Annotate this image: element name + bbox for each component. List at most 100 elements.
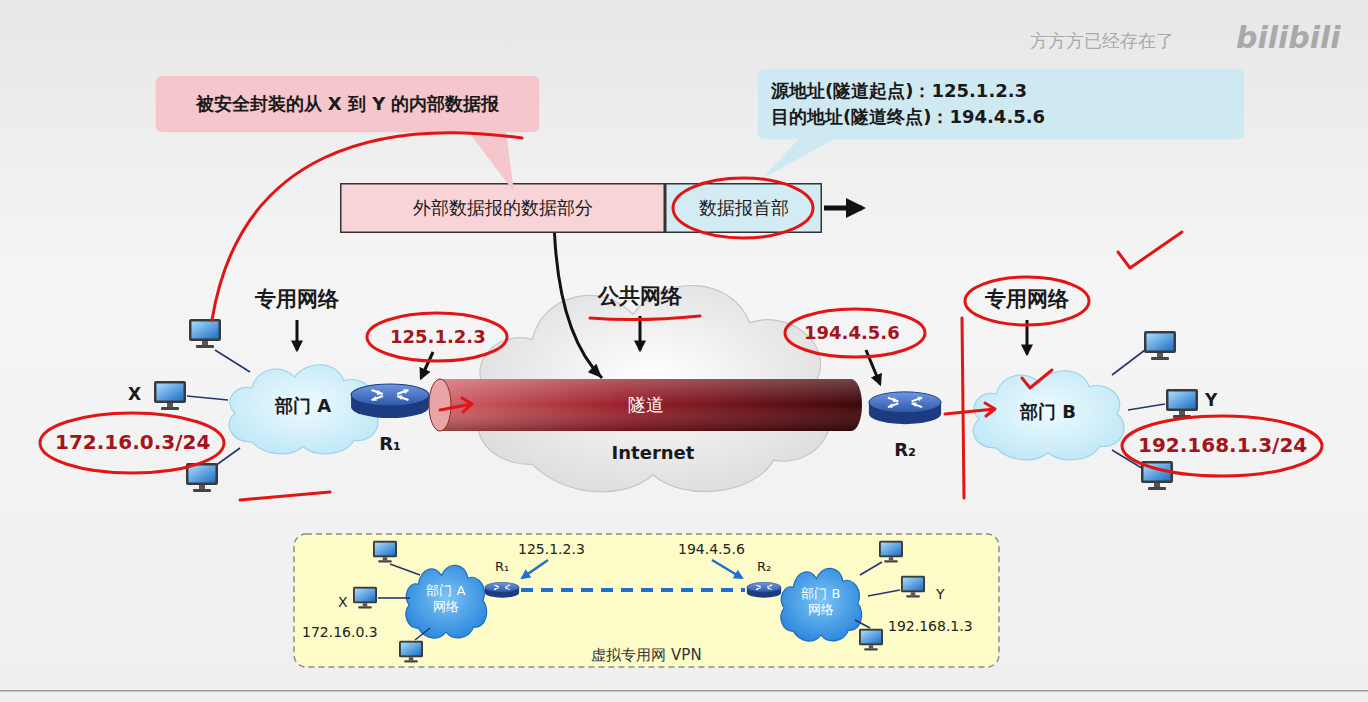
hand-annotation bbox=[40, 413, 224, 473]
connector bbox=[555, 233, 603, 378]
packet-field: 数据报首部 bbox=[665, 183, 822, 233]
router-shape bbox=[496, 585, 499, 587]
connector-line bbox=[555, 233, 603, 378]
link-line bbox=[215, 350, 250, 372]
callout-box-shape bbox=[757, 68, 1245, 140]
router-text: R₂ bbox=[894, 439, 916, 461]
router-shape bbox=[893, 398, 899, 403]
host-name: Y bbox=[1205, 390, 1217, 410]
packet-field: 外部数据报的数据部分 bbox=[340, 183, 665, 233]
host-name-holder: X bbox=[338, 592, 348, 611]
cloud-text: 部门 A 网络 bbox=[418, 583, 474, 614]
hand-annotation bbox=[40, 133, 1322, 500]
router-shape bbox=[372, 396, 383, 400]
network-label: 公共网络 bbox=[598, 284, 682, 309]
router-text: R₁ bbox=[495, 559, 509, 575]
router-shape bbox=[494, 585, 499, 587]
pointer-arrow bbox=[522, 560, 548, 578]
router-shape bbox=[869, 392, 941, 413]
watermark-holder: bilibili bbox=[1236, 20, 1341, 56]
network-label-holder: 专用网络 bbox=[255, 287, 339, 312]
tunnel-shape bbox=[429, 379, 862, 431]
router-shape bbox=[770, 585, 772, 587]
router-shape bbox=[372, 390, 383, 394]
hand-annotation bbox=[962, 318, 964, 498]
hand-annotation bbox=[945, 403, 995, 416]
router-shape bbox=[912, 402, 917, 407]
host-name-holder: Y bbox=[936, 584, 945, 603]
router-shape bbox=[756, 585, 772, 590]
network-label: 专用网络 bbox=[255, 287, 339, 312]
router-shape bbox=[758, 585, 761, 587]
packet-field-text: 外部数据报的数据部分 bbox=[413, 197, 593, 219]
watermark-holder: 方方方已经存在了 bbox=[1030, 30, 1174, 52]
router: R₁ bbox=[483, 559, 521, 599]
pointer-arrow bbox=[522, 560, 742, 578]
hand-annotation bbox=[785, 309, 925, 357]
router: R₂ bbox=[745, 559, 783, 599]
callout-box-text: 源地址(隧道起点)：125.1.2.3 bbox=[771, 80, 1027, 102]
vpn-panel-text: 虚拟专用网 VPN bbox=[591, 646, 701, 664]
footer-rule bbox=[0, 690, 1368, 692]
ip-address: 192.168.1.3/24 bbox=[1138, 433, 1307, 457]
router-shape bbox=[372, 390, 409, 400]
ip-address: 172.16.0.3 bbox=[302, 624, 378, 641]
router-shape bbox=[767, 585, 772, 587]
router-text: R₁ bbox=[379, 433, 401, 455]
router-shape bbox=[888, 398, 922, 408]
router-shape bbox=[747, 587, 781, 597]
pointer-arrow bbox=[712, 560, 742, 578]
router-shape bbox=[485, 582, 519, 592]
cloud-text: Internet bbox=[612, 442, 695, 464]
ip-address: 125.1.2.3 bbox=[518, 541, 585, 558]
link-line bbox=[215, 448, 240, 466]
router-shape bbox=[397, 396, 408, 400]
router-shape bbox=[888, 403, 893, 408]
callout-box-text: 目的地址(隧道终点)：194.4.5.6 bbox=[771, 106, 1045, 128]
router-shape bbox=[351, 384, 429, 406]
router-shape bbox=[494, 585, 510, 590]
callout-tail bbox=[760, 138, 836, 180]
router-shape bbox=[494, 588, 496, 590]
router: R₂ bbox=[864, 389, 946, 461]
cloud: 部门 A 网络 bbox=[400, 555, 492, 643]
callout-tail bbox=[468, 131, 514, 192]
hand-annotation bbox=[1022, 370, 1052, 388]
ip-address: 192.168.1.3 bbox=[888, 618, 973, 635]
tunnel: 隧道 bbox=[428, 378, 863, 432]
computer-icon bbox=[373, 541, 397, 563]
router-shape bbox=[767, 588, 772, 590]
hand-annotation bbox=[673, 178, 813, 238]
router-shape bbox=[349, 381, 431, 421]
router-shape bbox=[747, 582, 781, 592]
router-shape bbox=[756, 588, 761, 590]
cloud-shape bbox=[781, 568, 862, 641]
cloud-text: 部门 A bbox=[275, 395, 331, 417]
router-shape bbox=[494, 588, 499, 590]
router-shape bbox=[351, 395, 429, 418]
host-name: Y bbox=[936, 586, 945, 603]
callout-box-shape bbox=[758, 69, 1245, 140]
watermark: bilibili bbox=[1236, 20, 1341, 56]
ip-address-holder: 125.1.2.3 bbox=[518, 539, 585, 558]
router-shape bbox=[397, 390, 408, 394]
cloud-text: 部门 B 网络 bbox=[793, 586, 849, 617]
computer-icon bbox=[189, 319, 221, 348]
ip-address: 194.4.5.6 bbox=[804, 322, 900, 344]
ip-address: 194.4.5.6 bbox=[678, 541, 745, 558]
computer-icon bbox=[859, 629, 883, 651]
router-shape bbox=[888, 403, 898, 407]
computer-icon bbox=[879, 541, 903, 563]
connector bbox=[521, 590, 745, 591]
router-shape bbox=[372, 396, 377, 401]
cloud-text: 部门 B bbox=[1020, 401, 1076, 423]
router-shape bbox=[756, 588, 758, 590]
host-name-holder: Y bbox=[1205, 390, 1217, 410]
computer-icon bbox=[154, 381, 186, 410]
pointer-arrow bbox=[824, 206, 862, 211]
watermark: 方方方已经存在了 bbox=[1030, 30, 1174, 52]
link-line bbox=[378, 597, 410, 599]
router-shape bbox=[484, 581, 520, 599]
router-shape bbox=[372, 389, 409, 401]
link-line bbox=[860, 562, 882, 575]
